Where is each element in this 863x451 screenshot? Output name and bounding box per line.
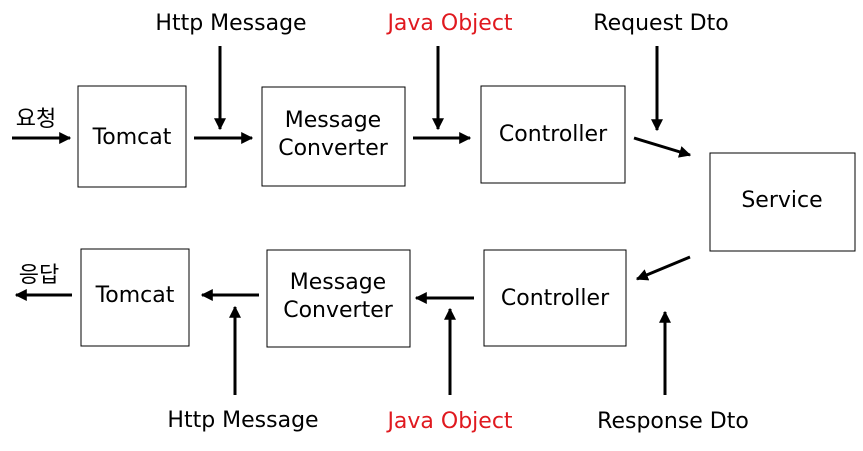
response-dto-annotation: Response Dto xyxy=(597,409,749,434)
top-http-message-annotation: Http Message xyxy=(155,11,306,36)
service-label: Service xyxy=(741,188,822,213)
top-controller-label: Controller xyxy=(499,122,608,147)
bottom-message-converter-box: Message Converter xyxy=(266,249,411,348)
request-dto-annotation: Request Dto xyxy=(593,11,728,36)
top-java-object-annotation: Java Object xyxy=(385,11,512,36)
top-converter-label-line1: Message xyxy=(285,108,381,133)
top-controller-box: Controller xyxy=(480,85,626,184)
bottom-controller-box: Controller xyxy=(483,249,627,347)
bottom-controller-label: Controller xyxy=(501,286,610,311)
arrow-service-to-bottom-controller xyxy=(635,255,691,281)
bottom-http-message-annotation: Http Message xyxy=(167,408,318,433)
top-tomcat-label: Tomcat xyxy=(92,125,172,150)
service-box: Service xyxy=(709,152,856,252)
top-tomcat-box: Tomcat xyxy=(77,85,187,188)
top-message-converter-box: Message Converter xyxy=(261,86,406,187)
bottom-java-object-annotation: Java Object xyxy=(385,409,512,434)
arrow-top-controller-to-service xyxy=(633,136,692,158)
response-label: 응답 xyxy=(19,263,59,288)
top-converter-label-line2: Converter xyxy=(278,136,389,161)
bottom-converter-label-line1: Message xyxy=(290,270,386,295)
bottom-converter-label-line2: Converter xyxy=(283,298,394,323)
bottom-tomcat-label: Tomcat xyxy=(95,283,175,308)
bottom-tomcat-box: Tomcat xyxy=(80,248,190,347)
request-label: 요청 xyxy=(16,107,56,132)
